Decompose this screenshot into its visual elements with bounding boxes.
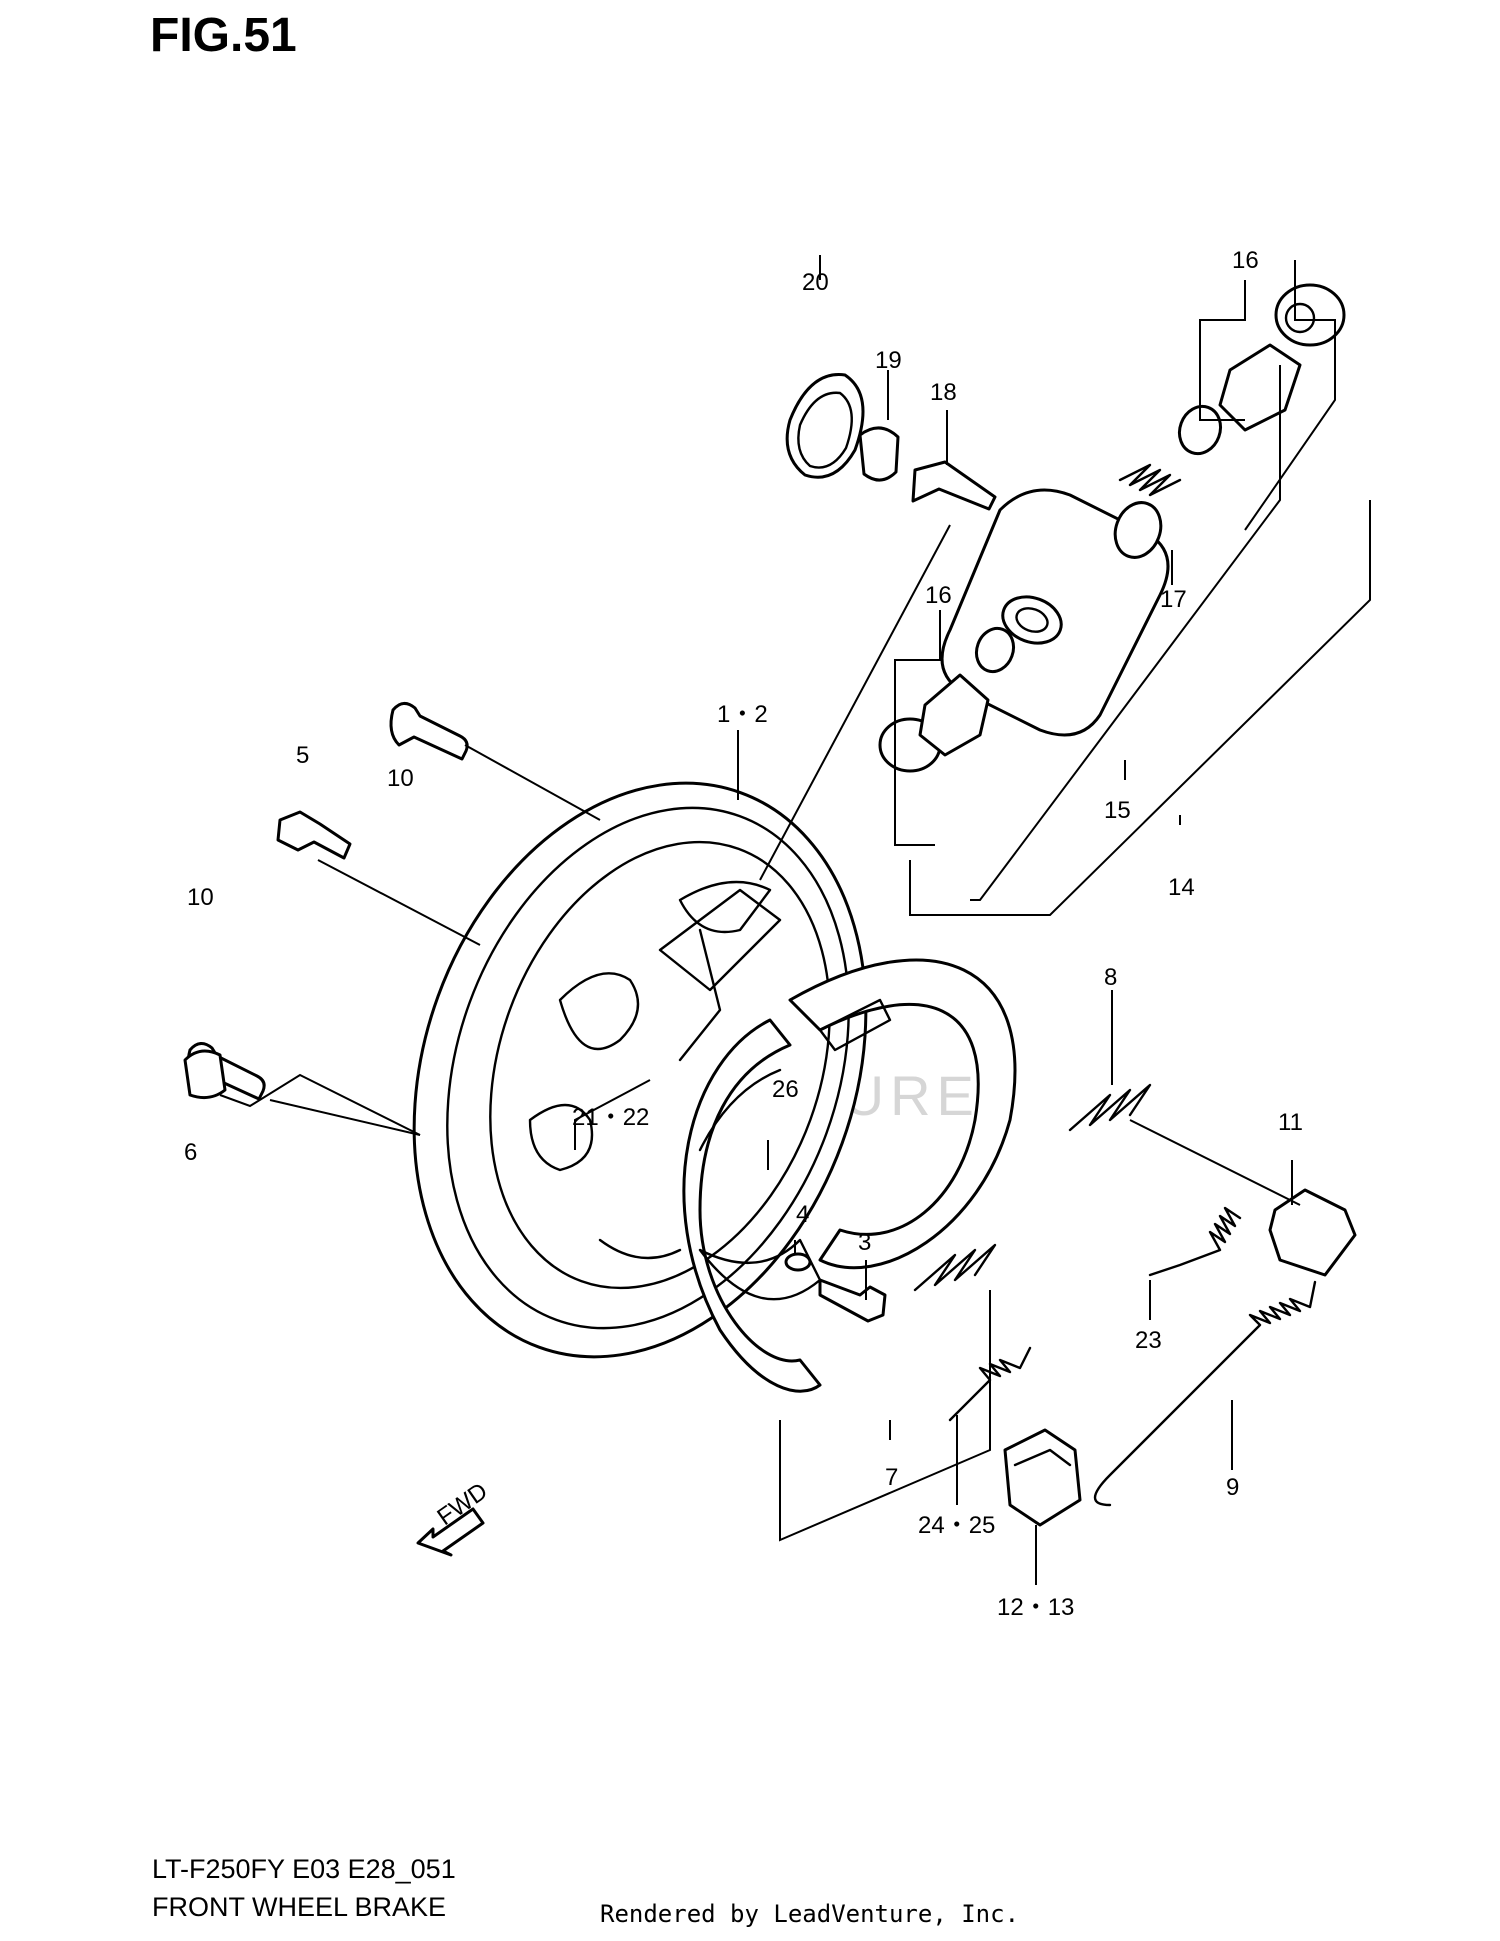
callout-17: 17 <box>1160 586 1187 613</box>
callout-labels: 1・2 3 4 5 6 7 8 9 10 10 11 12・13 14 15 1… <box>184 247 1303 1621</box>
fwd-arrow-icon: FWD <box>416 1478 493 1557</box>
callout-8: 8 <box>1104 964 1117 991</box>
bolt-3 <box>818 1278 887 1323</box>
callout-12-13: 12・13 <box>997 1594 1074 1621</box>
washer-4 <box>784 1252 812 1272</box>
callout-10-lower: 10 <box>187 884 214 911</box>
callout-9: 9 <box>1226 1474 1239 1501</box>
anchor-12-13 <box>1003 1428 1082 1527</box>
bleeder-screw-18 <box>911 460 997 511</box>
callout-15: 15 <box>1104 797 1131 824</box>
footer-rendered-by: Rendered by LeadVenture, Inc. <box>600 1900 1020 1928</box>
callout-6: 6 <box>184 1139 197 1166</box>
adjuster-11 <box>1268 1188 1357 1277</box>
spring-lower <box>913 1243 997 1292</box>
nut-6 <box>183 1049 227 1100</box>
callout-19: 19 <box>875 347 902 374</box>
brake-panel <box>412 781 868 1359</box>
callout-4: 4 <box>796 1201 809 1228</box>
callout-16-lower: 16 <box>925 582 952 609</box>
bolt-10-upper <box>389 702 469 761</box>
figure-title: FIG.51 <box>150 9 297 62</box>
callout-26: 26 <box>772 1076 799 1103</box>
callout-16-upper: 16 <box>1232 247 1259 274</box>
callout-20: 20 <box>802 269 829 296</box>
footer-diagram-name: FRONT WHEEL BRAKE <box>152 1892 447 1922</box>
bleeder-cap-19 <box>858 426 900 482</box>
callout-14: 14 <box>1168 874 1195 901</box>
footer-model-code: LT-F250FY E03 E28_051 <box>152 1854 456 1884</box>
callout-24-25: 24・25 <box>918 1512 995 1539</box>
callout-1-2: 1・2 <box>717 701 768 728</box>
callout-23: 23 <box>1135 1327 1162 1354</box>
piston-kit-16-upper <box>1177 283 1346 456</box>
brake-shoe <box>682 958 1017 1393</box>
callout-11: 11 <box>1278 1109 1303 1136</box>
spring-17 <box>1118 463 1182 497</box>
spring-8 <box>1068 1083 1152 1132</box>
callout-18: 18 <box>930 379 957 406</box>
spring-9 <box>1093 1280 1317 1507</box>
leader-lines <box>219 255 1371 1585</box>
wheel-cylinder <box>940 488 1170 737</box>
callout-5: 5 <box>296 742 309 769</box>
cup-seal-20 <box>785 373 865 479</box>
callout-3: 3 <box>858 1229 871 1256</box>
spring-23 <box>1148 1206 1242 1277</box>
callout-7: 7 <box>885 1464 898 1491</box>
callout-10-upper: 10 <box>387 765 414 792</box>
bolt-5 <box>276 810 352 860</box>
callout-21-22: 21・22 <box>572 1104 649 1131</box>
